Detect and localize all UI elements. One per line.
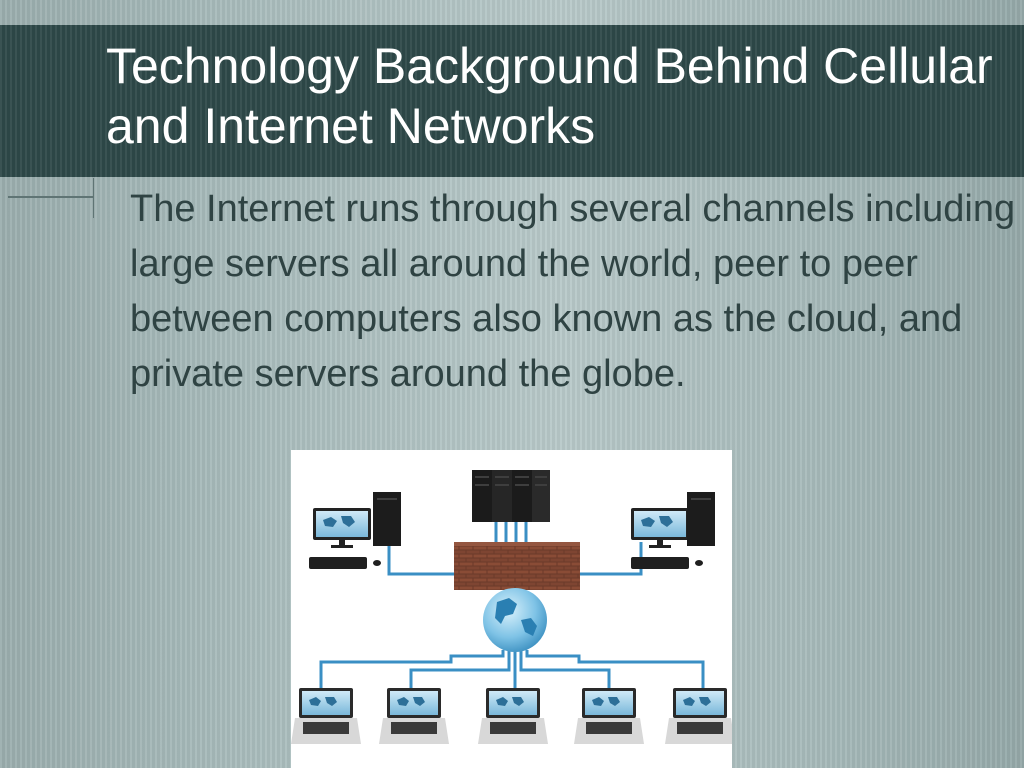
network-diagram-icon	[291, 470, 732, 744]
title-band	[0, 25, 1024, 177]
slide-title: Technology Background Behind Cellular an…	[106, 38, 993, 154]
decorative-rule-tick	[93, 178, 94, 218]
slide-body-text: The Internet runs through several channe…	[130, 188, 1016, 395]
decorative-rule	[8, 196, 94, 198]
network-diagram-image	[291, 450, 732, 768]
